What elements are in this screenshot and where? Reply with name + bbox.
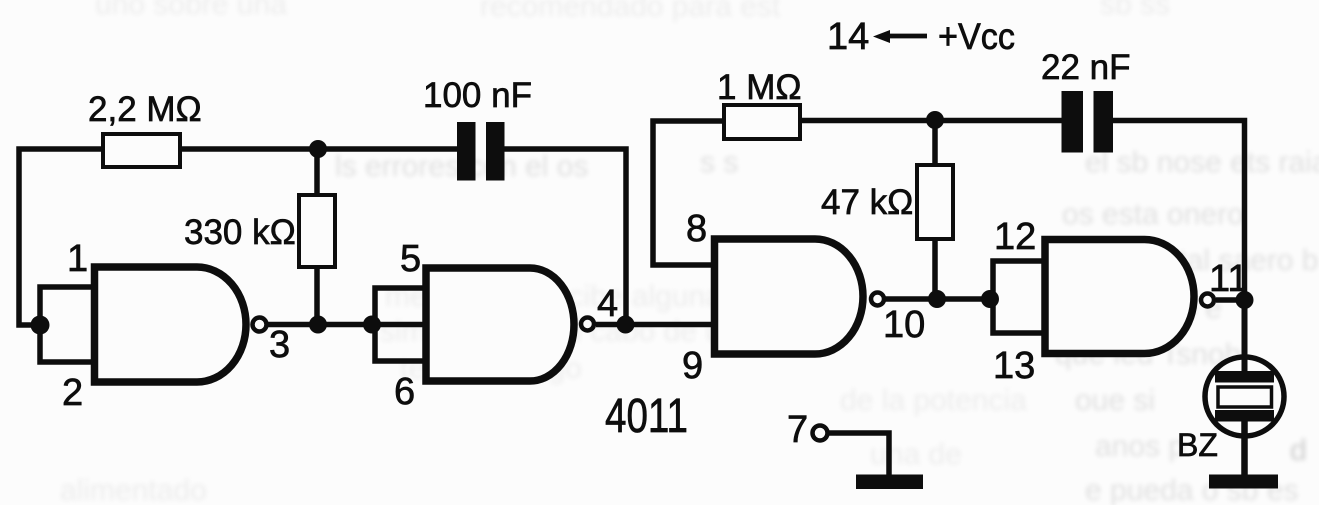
svg-text:14: 14: [827, 16, 869, 58]
svg-text:2,2 MΩ: 2,2 MΩ: [88, 90, 202, 129]
svg-text:100 nF: 100 nF: [423, 76, 532, 115]
svg-text:13: 13: [993, 345, 1035, 387]
svg-text:5: 5: [400, 238, 421, 280]
svg-text:1 MΩ: 1 MΩ: [717, 68, 802, 107]
svg-text:uno sobre una: uno sobre una: [95, 0, 287, 21]
svg-text:el sb nose ets raian: el sb nose ets raian: [1085, 146, 1319, 179]
svg-text:22 nF: 22 nF: [1041, 48, 1131, 87]
svg-text:2: 2: [62, 372, 83, 414]
svg-text:os esta onero: os esta onero: [1062, 198, 1244, 231]
svg-text:330 kΩ: 330 kΩ: [184, 213, 296, 252]
svg-text:11: 11: [1209, 258, 1248, 300]
svg-text:3: 3: [269, 324, 290, 366]
svg-text:sb ss: sb ss: [1100, 0, 1170, 21]
svg-text:12: 12: [994, 216, 1036, 258]
svg-text:recomendado para est: recomendado para est: [480, 0, 781, 23]
svg-text:d: d: [1290, 434, 1307, 467]
svg-text:4: 4: [597, 283, 618, 325]
svg-text:6: 6: [394, 371, 415, 413]
svg-text:7: 7: [787, 409, 808, 451]
svg-text:10: 10: [883, 304, 925, 346]
svg-text:anos p: anos p: [1095, 430, 1185, 463]
svg-text:oue si: oue si: [1075, 384, 1155, 417]
svg-text:BZ: BZ: [1177, 427, 1218, 463]
svg-text:de la potencia: de la potencia: [840, 384, 1027, 417]
svg-text:alimentado: alimentado: [60, 474, 207, 505]
svg-text:8: 8: [686, 208, 707, 250]
svg-text:47 kΩ: 47 kΩ: [821, 183, 913, 222]
svg-text:9: 9: [682, 345, 703, 387]
svg-text:+Vcc: +Vcc: [938, 16, 1015, 57]
svg-text:una de: una de: [870, 438, 962, 471]
svg-text:4011: 4011: [605, 390, 688, 443]
svg-text:s s: s s: [700, 146, 738, 179]
svg-text:1: 1: [67, 238, 88, 280]
